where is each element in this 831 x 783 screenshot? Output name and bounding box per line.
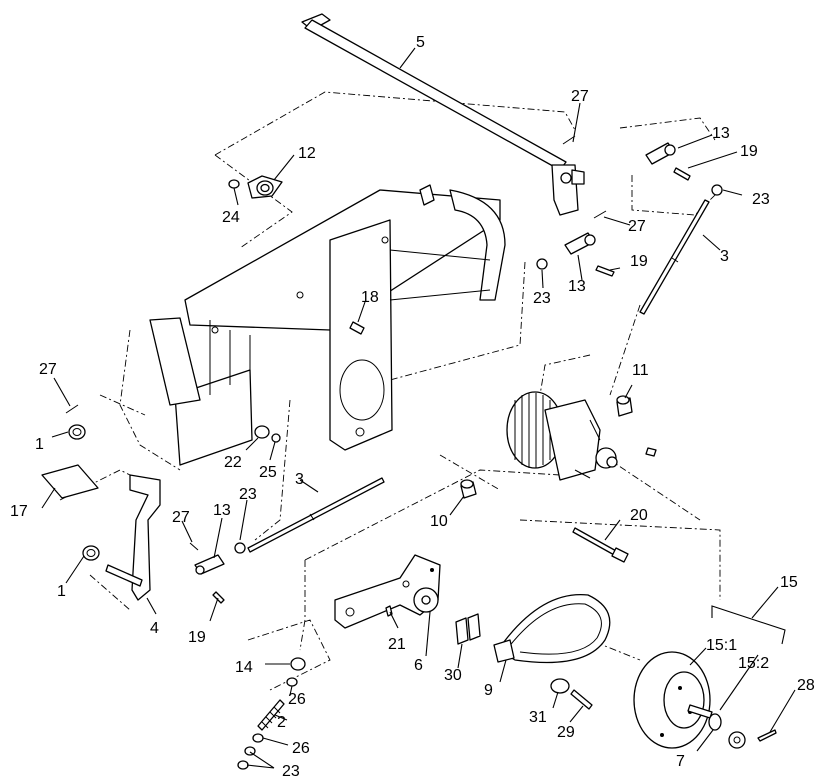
callout-28: 28 [797,677,815,694]
brake-lever [334,554,441,629]
callout-3: 3 [295,471,304,488]
brake-drum [633,651,711,749]
callout-17: 17 [10,503,28,520]
clevis-lower [194,554,225,575]
callout-13: 13 [568,278,586,295]
castle-nut [728,731,746,749]
callout-3: 3 [720,248,729,265]
threaded-rod-lower [247,477,385,553]
callout-19: 19 [740,143,758,160]
callout-2: 2 [277,714,286,731]
brake-pedal-arm [105,474,161,601]
callout-21: 21 [388,636,406,653]
bolt-18 [349,321,365,335]
callout-19: 19 [630,253,648,270]
nuts-23-lower [237,746,256,770]
spacer-10 [460,479,477,499]
callout-6: 6 [414,657,423,674]
callout-1: 1 [35,436,44,453]
callout-25: 25 [259,464,277,481]
pedal-pad [41,464,99,499]
callout-23: 23 [239,486,257,503]
washer-7 [708,713,722,731]
callout-22: 22 [224,454,242,471]
pins-30 [455,613,481,645]
clevis-middle [564,232,596,255]
callout-15: 15 [780,574,798,591]
callout-27: 27 [628,218,646,235]
callout-23: 23 [752,191,770,208]
clevis-pin-lower [212,591,225,604]
compression-spring [257,699,285,731]
callout-27: 27 [172,509,190,526]
callout-11: 11 [632,362,649,379]
callout-26: 26 [288,691,306,708]
assembly-bracket-15 [711,605,786,645]
callout-23: 23 [282,763,300,780]
hex-nut-24 [228,179,240,189]
callout-5: 5 [416,34,425,51]
callout-4: 4 [150,620,159,637]
leader-lines [41,47,796,769]
bushing-1-upper [68,424,86,440]
callout-19: 19 [188,629,206,646]
bushing-1-lower [82,545,100,561]
callout-10: 10 [430,513,448,530]
nut-25 [271,433,281,443]
callout-24: 24 [222,209,240,226]
callout-27: 27 [39,361,57,378]
callout-23: 23 [533,290,551,307]
callout-26: 26 [292,740,310,757]
transmission-unit [506,391,618,481]
washer-26-upper [286,677,298,687]
callout-13: 13 [213,502,231,519]
clevis-upper-right [645,142,676,165]
threaded-rod-upper [639,199,710,315]
clevis-pins-upper [595,167,691,277]
cotter-pin-lower [189,542,199,551]
callout-29: 29 [557,724,575,741]
callout-20: 20 [630,507,648,524]
callout-15-2: 15:2 [738,655,769,672]
spacer-14 [290,657,306,671]
callout-31: 31 [529,709,547,726]
callout-15-1: 15:1 [706,637,737,654]
spacer-11 [616,395,633,417]
jam-nuts-upper [536,184,723,270]
callout-13: 13 [712,125,730,142]
spacer-22 [254,425,270,439]
callout-27: 27 [571,88,589,105]
washer-26-lower [252,733,264,743]
callout-12: 12 [298,145,316,162]
cross-rod [301,13,585,216]
tractor-frame [149,184,506,466]
plate-31 [550,678,570,694]
callout-18: 18 [361,289,379,306]
callout-30: 30 [444,667,462,684]
brake-band [493,593,611,664]
callout-1: 1 [57,583,66,600]
cotter-pin-28 [757,729,777,742]
screw-29 [570,689,593,710]
cotter-pins-upper [65,135,607,414]
callout-14: 14 [235,659,253,676]
flange-bearing [247,175,283,199]
jam-nut-lower [234,542,246,554]
key-small [645,447,657,457]
long-bolt-20 [572,527,629,563]
callout-labels: 5 27 13 19 23 3 27 19 13 23 12 24 18 27 … [10,34,815,780]
callout-9: 9 [484,682,493,699]
callout-7: 7 [676,753,685,770]
